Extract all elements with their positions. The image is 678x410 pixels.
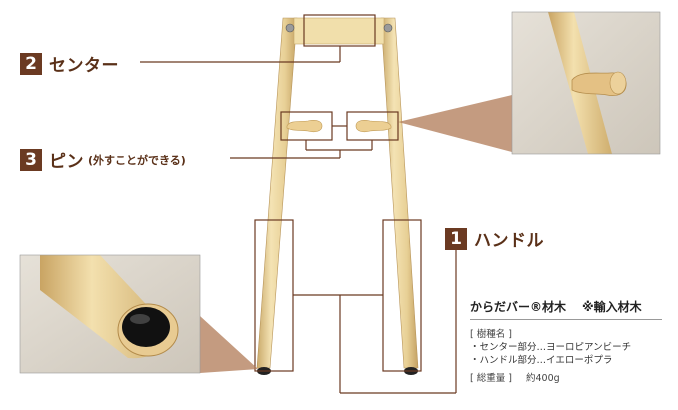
left-screw: [285, 23, 295, 33]
weight-row: [ 総重量 ] 約400g: [470, 372, 670, 385]
foot-zoom-wedge: [200, 316, 258, 373]
weight-value: 約400g: [526, 373, 560, 384]
handle-label: 1 ハンドル: [445, 226, 544, 251]
left-handle-bar: [256, 17, 298, 369]
product-info: からだバー®材木※輸入材木 [ 樹種名 ] ・センター部分…ヨーロピアンビーチ …: [470, 298, 670, 385]
right-pin: [355, 120, 392, 133]
right-screw: [383, 23, 393, 33]
species-center: ・センター部分…ヨーロピアンビーチ: [470, 342, 632, 353]
info-divider: [470, 319, 662, 320]
center-number-badge: 2: [20, 52, 42, 75]
species-handle: ・ハンドル部分…イエローポプラ: [470, 355, 613, 366]
foot-inset-photo: [19, 254, 201, 374]
right-handle-bar: [380, 17, 419, 369]
pin-label-subtext: (外すことができる): [88, 153, 186, 167]
center-bar: [293, 17, 385, 45]
pin-inset-photo: [511, 11, 661, 155]
center-label-text: センター: [49, 56, 119, 76]
info-title-note: ※輸入材木: [582, 300, 642, 314]
pin-label: 3 ピン (外すことができる): [20, 147, 186, 172]
handle-label-text: ハンドル: [474, 231, 544, 251]
center-label: 2 センター: [20, 51, 119, 76]
info-title-main: からだバー®材木: [470, 300, 567, 314]
info-title: からだバー®材木 ※輸入材木: [470, 298, 670, 315]
weight-heading: [ 総重量 ]: [470, 373, 512, 384]
pin-zoom-wedge: [398, 95, 512, 152]
species-heading: [ 樹種名 ]: [470, 329, 512, 340]
pin-label-text: ピン: [49, 152, 84, 172]
handle-number-badge: 1: [445, 227, 467, 250]
pin-number-badge: 3: [20, 148, 42, 171]
left-pin: [286, 120, 323, 133]
